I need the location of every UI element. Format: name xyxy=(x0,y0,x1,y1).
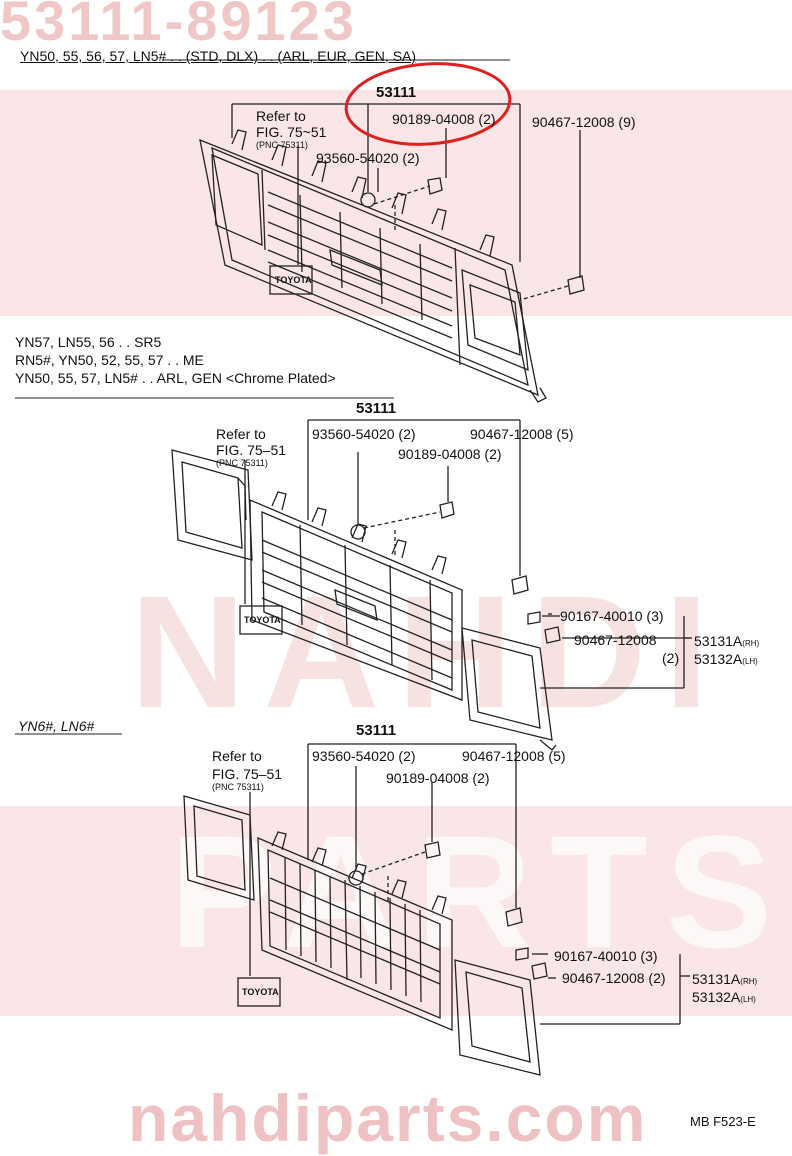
section3-part-90467-2: 90467-12008 (2) xyxy=(562,970,666,986)
highlight-ellipse xyxy=(344,62,512,146)
section3-emblem: TOYOTA xyxy=(242,987,279,997)
section1-refer-line1: Refer to xyxy=(256,108,306,124)
section2-part-90467-2: 90467-12008 xyxy=(574,632,657,648)
section2-refer-pnc: (PNC 75311) xyxy=(216,458,268,468)
section2-header-3: YN50, 55, 57, LN5# . . ARL, GEN <Chrome … xyxy=(15,370,336,386)
section2-part-90189: 90189-04008 (2) xyxy=(398,446,502,462)
watermark-band-top xyxy=(0,90,792,316)
grille-3 xyxy=(183,795,541,1076)
section2-part-90467-5: 90467-12008 (5) xyxy=(470,426,574,442)
section2-part-93560: 93560-54020 (2) xyxy=(312,426,416,442)
grille-2 xyxy=(171,449,557,751)
watermark-top-code: 53111-89123 xyxy=(0,0,357,52)
watermark-nahdi: NAHDI xyxy=(130,562,727,741)
section3-part-90189: 90189-04008 (2) xyxy=(386,770,490,786)
section1-emblem: TOYOTA xyxy=(275,275,312,285)
section1-refer-pnc: (PNC 75311) xyxy=(256,140,308,150)
section1-header: YN50, 55, 56, 57, LN5# . . (STD, DLX) . … xyxy=(20,48,417,64)
grille-1 xyxy=(199,129,547,403)
diagram-code: MB F523-E xyxy=(690,1114,756,1129)
watermark-url: nahdiparts.com xyxy=(128,1081,648,1155)
section3-part-93560: 93560-54020 (2) xyxy=(312,748,416,764)
section3-part-53132A: 53132A(LH) xyxy=(692,989,756,1005)
section1-part-93560: 93560-54020 (2) xyxy=(316,150,420,166)
section2-emblem: TOYOTA xyxy=(244,615,281,625)
section2-part-main: 53111 xyxy=(356,400,397,417)
section3-refer-line2: FIG. 75–51 xyxy=(212,766,283,782)
section3-header: YN6#, LN6# xyxy=(18,718,95,734)
section2-part-53131A: 53131A(RH) xyxy=(694,633,760,649)
section2-part-53132A: 53132A(LH) xyxy=(694,651,758,667)
section1-part-90467: 90467-12008 (9) xyxy=(532,114,636,130)
watermark-band-bottom xyxy=(0,806,792,1016)
section3-part-main: 53111 xyxy=(356,722,397,739)
section2-header-2: RN5#, YN50, 52, 55, 57 . . ME xyxy=(15,352,204,368)
section2-header-1: YN57, LN55, 56 . . SR5 xyxy=(15,334,162,350)
section3-refer-pnc: (PNC 75311) xyxy=(212,782,264,792)
section2-part-90467-2-qty: (2) xyxy=(662,650,680,666)
section1-part-main: 53111 xyxy=(376,84,417,101)
section2-refer-line1: Refer to xyxy=(216,426,266,442)
watermark-parts: PARTS xyxy=(170,802,791,981)
section3-part-90467-5: 90467-12008 (5) xyxy=(462,748,566,764)
section1-refer-line2: FIG. 75~51 xyxy=(256,124,327,140)
section3-part-90167: 90167-40010 (3) xyxy=(554,948,658,964)
section3-part-53131A: 53131A(RH) xyxy=(692,971,758,987)
section2-part-90167: 90167-40010 (3) xyxy=(560,608,664,624)
section1-part-90189: 90189-04008 (2) xyxy=(392,111,496,127)
section3-refer-line1: Refer to xyxy=(212,748,262,764)
section2-refer-line2: FIG. 75–51 xyxy=(216,442,287,458)
